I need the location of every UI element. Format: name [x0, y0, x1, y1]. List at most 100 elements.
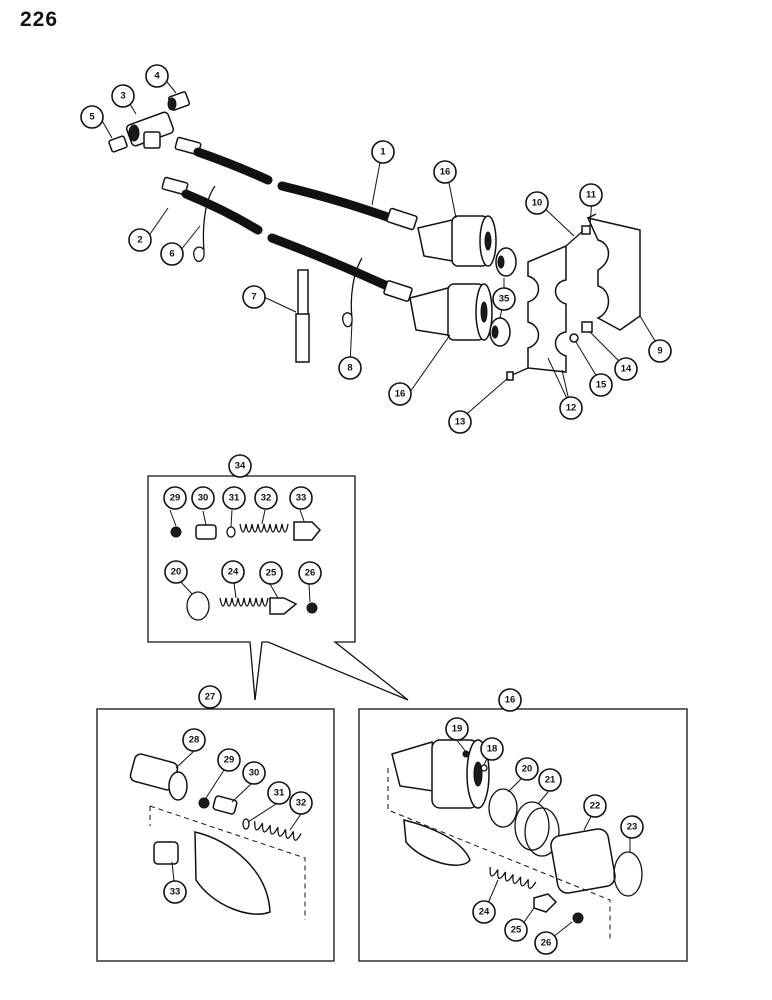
box16-callout-20: 20 [515, 757, 539, 781]
box27-callout-29: 29 [217, 748, 241, 772]
hose-clip-6 [193, 185, 216, 262]
svg-text:15: 15 [596, 380, 607, 391]
box16-callout-23: 23 [620, 815, 644, 839]
box27-callout-31: 31 [267, 781, 291, 805]
box16-callout-19: 19 [445, 717, 469, 741]
svg-text:26: 26 [541, 938, 552, 949]
callout-4: 4 [145, 64, 169, 88]
box16-callout-26: 26 [534, 931, 558, 955]
svg-text:10: 10 [532, 198, 543, 209]
kit-callout-29: 29 [163, 486, 187, 510]
svg-text:31: 31 [229, 493, 240, 504]
callout-16-detail: 16 [498, 688, 522, 712]
box16-callout-25: 25 [504, 918, 528, 942]
box27-callout-33: 33 [163, 880, 187, 904]
dust-plug-upper [495, 247, 517, 277]
svg-text:32: 32 [296, 798, 307, 809]
callout-16-upper: 16 [433, 160, 457, 184]
clamp-block-9 [586, 213, 641, 331]
callout-34: 34 [228, 454, 252, 478]
hose-clip-8 [342, 257, 363, 328]
svg-text:8: 8 [347, 363, 352, 374]
page-number: 226 [20, 8, 59, 31]
kit-callout-20: 20 [164, 560, 188, 584]
callout-6: 6 [160, 242, 184, 266]
svg-text:16: 16 [395, 389, 406, 400]
kit-callout-26: 26 [298, 561, 322, 585]
svg-text:24: 24 [228, 567, 239, 578]
svg-text:7: 7 [251, 292, 256, 303]
svg-text:11: 11 [586, 190, 597, 201]
coupler-16-upper [417, 215, 497, 267]
box27-callout-32: 32 [289, 791, 313, 815]
svg-text:30: 30 [249, 768, 260, 779]
callout-15: 15 [589, 373, 613, 397]
tool-7 [295, 269, 310, 363]
svg-text:22: 22 [590, 801, 601, 812]
svg-text:33: 33 [296, 493, 307, 504]
callout-35: 35 [492, 287, 516, 311]
svg-text:23: 23 [627, 822, 638, 833]
detail-box-16 [358, 708, 688, 962]
box27-callout-30: 30 [242, 761, 266, 785]
svg-text:32: 32 [261, 493, 272, 504]
svg-text:31: 31 [274, 788, 285, 799]
hose-1 [174, 136, 418, 231]
screw-13 [506, 367, 529, 381]
hose-2 [161, 176, 413, 302]
svg-text:34: 34 [235, 461, 246, 472]
svg-text:21: 21 [545, 775, 556, 786]
svg-text:29: 29 [170, 493, 181, 504]
svg-text:16: 16 [505, 695, 516, 706]
svg-text:20: 20 [171, 567, 182, 578]
svg-text:2: 2 [137, 235, 142, 246]
box-27-parts [129, 753, 306, 920]
callout-1: 1 [371, 140, 395, 164]
box27-callout-28: 28 [182, 728, 206, 752]
svg-text:27: 27 [205, 692, 216, 703]
callout-27: 27 [198, 685, 222, 709]
callout-12: 12 [559, 396, 583, 420]
svg-text:19: 19 [452, 724, 463, 735]
svg-text:25: 25 [511, 925, 522, 936]
callout-2: 2 [128, 228, 152, 252]
svg-text:25: 25 [266, 568, 277, 579]
box-16-parts [387, 739, 643, 940]
callout-13: 13 [448, 410, 472, 434]
callout-10: 10 [525, 191, 549, 215]
fitting-5 [108, 135, 128, 153]
detail-box-27 [96, 708, 335, 962]
svg-text:12: 12 [566, 403, 577, 414]
box16-callout-18: 18 [480, 737, 504, 761]
svg-text:30: 30 [198, 493, 209, 504]
svg-text:6: 6 [169, 249, 174, 260]
kit-34-callout-box [147, 475, 409, 701]
box16-callout-21: 21 [538, 768, 562, 792]
svg-text:20: 20 [522, 764, 533, 775]
callout-8: 8 [338, 356, 362, 380]
svg-text:33: 33 [170, 887, 181, 898]
callout-11: 11 [579, 183, 603, 207]
svg-text:35: 35 [499, 294, 510, 305]
fitting-4 [167, 91, 191, 111]
tee-fitting [125, 111, 175, 149]
dust-plug-lower [489, 317, 511, 347]
bolt-10-head [581, 225, 591, 235]
svg-text:24: 24 [479, 907, 490, 918]
kit-callout-25: 25 [259, 561, 283, 585]
svg-text:14: 14 [621, 364, 632, 375]
svg-text:26: 26 [305, 568, 316, 579]
svg-text:3: 3 [120, 91, 125, 102]
svg-text:16: 16 [440, 167, 451, 178]
kit-callout-32: 32 [254, 486, 278, 510]
svg-text:13: 13 [455, 417, 466, 428]
box16-callout-22: 22 [583, 794, 607, 818]
svg-text:18: 18 [487, 744, 498, 755]
coupler-16-lower [409, 283, 493, 341]
clamp-plate-12 [527, 244, 567, 373]
nut-14 [581, 321, 593, 333]
svg-text:29: 29 [224, 755, 235, 766]
svg-text:5: 5 [89, 112, 95, 123]
box16-callout-24: 24 [472, 900, 496, 924]
